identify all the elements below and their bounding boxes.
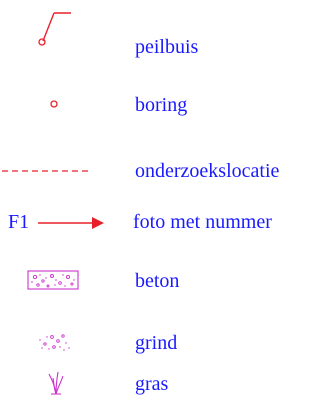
legend-row-beton: beton <box>0 266 327 296</box>
grass-tuft-icon <box>48 371 64 395</box>
gravel-dots-icon <box>39 334 70 351</box>
legend-photo-prefix: F1 <box>8 211 30 233</box>
dashed-line-icon <box>2 170 92 172</box>
boring-circle-icon <box>50 100 58 108</box>
legend-row-foto: F1 foto met nummer <box>0 208 327 238</box>
legend-row-peilbuis: peilbuis <box>0 10 327 58</box>
legend-row-boring: boring <box>0 92 327 122</box>
arrow-right-icon <box>38 217 104 229</box>
legend-label-beton: beton <box>135 270 180 292</box>
legend-label-foto: foto met nummer <box>133 211 272 233</box>
legend-label-peilbuis: peilbuis <box>135 36 199 58</box>
legend-row-gras: gras <box>0 370 327 400</box>
concrete-hatch-icon <box>27 270 79 290</box>
legend-row-onderzoekslocatie: onderzoekslocatie <box>0 157 327 187</box>
legend-label-gras: gras <box>135 373 169 395</box>
legend-label-grind: grind <box>135 332 178 354</box>
peilbuis-icon <box>38 12 71 46</box>
legend-label-onderzoekslocatie: onderzoekslocatie <box>135 160 280 182</box>
legend-row-grind: grind <box>0 328 327 358</box>
legend-label-boring: boring <box>135 94 188 116</box>
